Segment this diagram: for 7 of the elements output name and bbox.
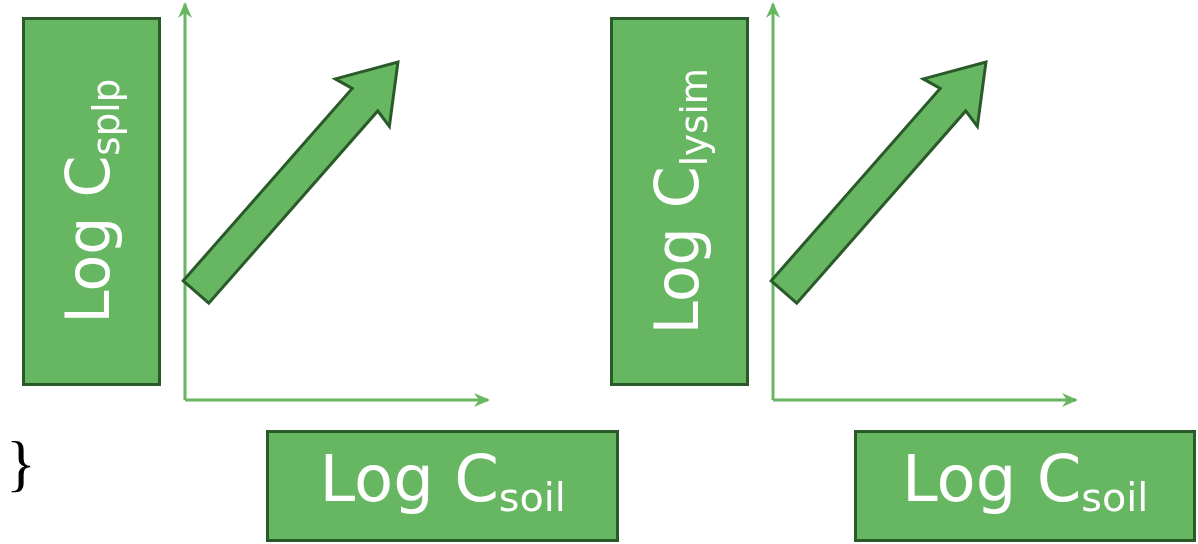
axis-title: Log C$_{soil}$ (902, 446, 1149, 518)
axis-title: Log C$_{soil}$ (319, 446, 566, 518)
brace-text: } (6, 432, 36, 494)
label-box (22, 17, 161, 386)
label-box (610, 17, 749, 386)
label-box (854, 430, 1196, 542)
label-box (266, 430, 619, 542)
